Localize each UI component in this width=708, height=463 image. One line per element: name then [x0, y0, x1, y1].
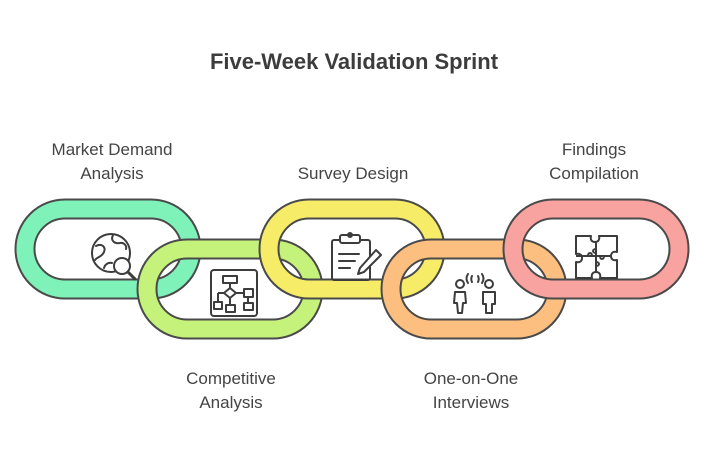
step-label-line: Analysis	[80, 164, 144, 183]
globe-search-icon	[91, 233, 137, 281]
step-label-line: Analysis	[199, 393, 263, 412]
flowchart-icon	[210, 269, 258, 317]
step-label-findings: Findings Compilation	[494, 138, 694, 186]
step-label-interviews: One-on-One Interviews	[371, 367, 571, 415]
step-label-line: Findings	[561, 140, 627, 159]
step-label-survey: Survey Design	[253, 162, 453, 186]
chain-link-fill	[504, 200, 688, 298]
puzzle-icon	[575, 235, 618, 279]
step-label-line: Competitive	[186, 369, 276, 388]
step-label-market-demand: Market Demand Analysis	[12, 138, 212, 186]
clipboard-pen-icon	[331, 232, 382, 281]
step-label-line: Interviews	[432, 393, 510, 412]
step-label-competitive: Competitive Analysis	[131, 367, 331, 415]
chain-link-findings	[502, 198, 690, 300]
step-label-line: One-on-One	[423, 369, 519, 388]
step-label-line: Market Demand	[51, 140, 173, 159]
step-label-line: Compilation	[549, 164, 639, 183]
diagram-title: Five-Week Validation Sprint	[209, 49, 499, 74]
step-label-line: Survey Design	[297, 164, 409, 183]
two-people-talking-icon	[453, 273, 496, 314]
